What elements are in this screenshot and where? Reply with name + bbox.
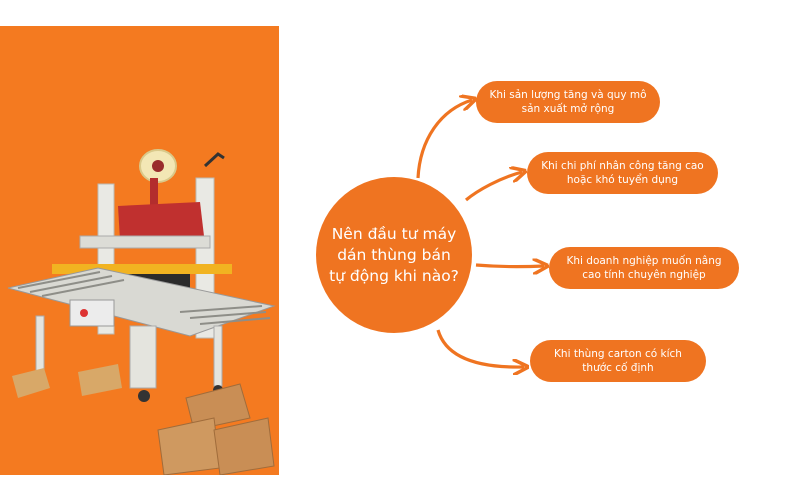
arrow-to-bubble-1 [416,100,472,179]
reason-bubble-2: Khi chi phí nhân công tăng cao hoặc khó … [527,152,718,194]
reason-bubble-1-text: Khi sản lượng tăng và quy mô sản xuất mở… [489,89,647,115]
product-image-panel [0,26,279,475]
arrow-to-bubble-4 [436,329,524,367]
reason-bubble-4: Khi thùng carton có kích thước cố định [530,340,706,382]
reason-bubble-3: Khi doanh nghiệp muốn nâng cao tính chuy… [549,247,739,289]
reason-bubble-2-text: Khi chi phí nhân công tăng cao hoặc khó … [541,160,704,186]
center-question-circle: Nên đầu tư máy dán thùng bán tự động khi… [316,177,472,333]
reason-bubble-4-text: Khi thùng carton có kích thước cố định [554,348,682,374]
center-question-text: Nên đầu tư máy dán thùng bán tự động khi… [329,224,459,285]
reason-bubble-1: Khi sản lượng tăng và quy mô sản xuất mở… [476,81,660,123]
arrow-to-bubble-2 [464,172,522,202]
reason-bubble-3-text: Khi doanh nghiệp muốn nâng cao tính chuy… [566,255,722,281]
carton-sealer-illustration [7,149,276,475]
arrow-to-bubble-3 [475,265,544,267]
